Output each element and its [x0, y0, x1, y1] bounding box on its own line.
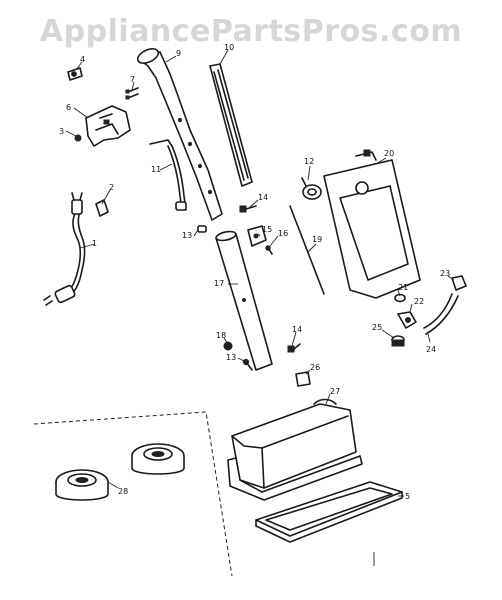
wire-rod-part [289, 205, 325, 295]
screw-part-14a [239, 205, 257, 213]
strain-relief-part [95, 199, 109, 217]
screw-part-3 [74, 134, 82, 142]
callout-24: 24 [426, 345, 436, 354]
motor-hood-part [227, 398, 363, 501]
callout-6: 6 [66, 103, 71, 112]
bracket-part-26 [295, 371, 311, 387]
ring-clip-part [301, 177, 322, 200]
leader-lines [65, 49, 455, 497]
power-cord-part [43, 192, 86, 306]
nozzle-part-23 [451, 275, 467, 291]
callout-13b: 13 [226, 353, 236, 362]
callout-13a: 13 [182, 231, 192, 240]
upper-handle-part [136, 48, 223, 221]
callout-9: 9 [176, 49, 181, 58]
callout-12: 12 [304, 157, 314, 166]
callout-25: 25 [372, 323, 382, 332]
callout-26: 26 [310, 363, 320, 372]
brush-part-28-left [55, 469, 109, 501]
nut-part-18 [223, 341, 233, 351]
washer-part-21 [394, 293, 406, 303]
callout-20: 20 [384, 149, 394, 158]
watermark: AppliancePartsPros.com [39, 14, 463, 49]
cord-hook-part [209, 63, 253, 187]
callout-23: 23 [440, 269, 450, 278]
cap-part-25 [391, 335, 405, 347]
callout-2: 2 [109, 183, 114, 192]
lower-handle-tube-part [215, 230, 273, 371]
screw-part-16 [265, 245, 273, 255]
callout-11: 11 [151, 165, 161, 174]
brush-group-boundary [33, 411, 233, 577]
callout-18: 18 [216, 331, 226, 340]
callout-27: 27 [330, 387, 340, 396]
callout-4: 4 [80, 55, 85, 64]
valve-part-22 [397, 311, 417, 329]
hose-tube-part [423, 293, 459, 335]
solution-tank-part [323, 149, 421, 299]
callout-15: 15 [262, 225, 272, 234]
brush-part-28-right [131, 443, 185, 475]
callout-7: 7 [130, 75, 135, 84]
callout-14a: 14 [258, 193, 268, 202]
callout-3: 3 [59, 127, 64, 136]
callout-19: 19 [312, 235, 322, 244]
screw-part-14b [287, 343, 301, 353]
callout-14b: 14 [292, 325, 302, 334]
callout-17: 17 [214, 279, 224, 288]
bolt-part-13a [197, 225, 207, 233]
clamp-part-15 [247, 225, 267, 247]
clip-part-4 [67, 67, 83, 81]
bracket-rod-part [149, 139, 187, 211]
callout-10: 10 [224, 43, 234, 52]
screws-part-7 [125, 87, 139, 100]
callout-21: 21 [398, 283, 408, 292]
callout-28: 28 [118, 487, 128, 496]
callout-22: 22 [414, 297, 424, 306]
callout-5: 5 [405, 492, 410, 501]
callout-1: 1 [92, 239, 97, 248]
switch-housing-part [85, 105, 131, 147]
callout-16: 16 [278, 229, 288, 238]
